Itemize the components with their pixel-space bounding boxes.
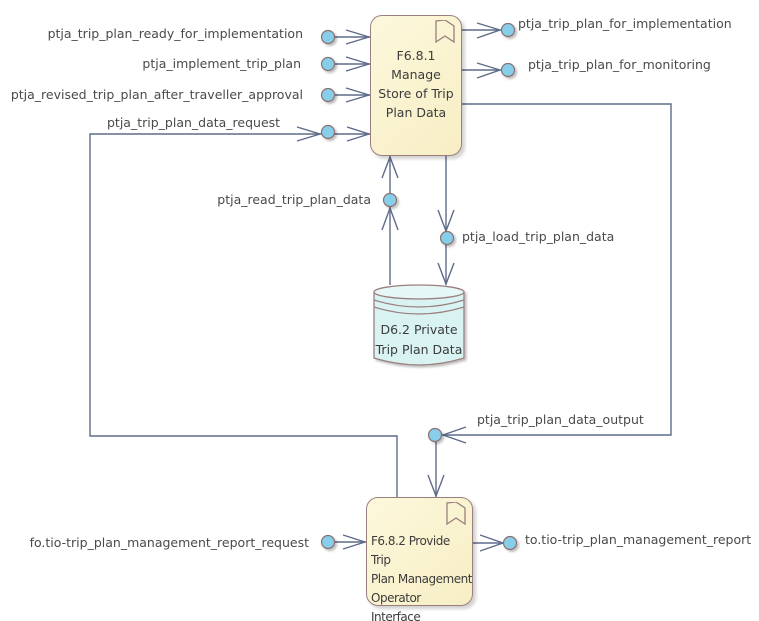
port-trip-plan-for-monitoring[interactable]: [500, 62, 516, 78]
bookmark-icon: [446, 502, 466, 526]
label-implement-trip-plan: ptja_implement_trip_plan: [142, 56, 301, 71]
title-line: Store of Trip: [378, 86, 454, 101]
flow-trip-plan-data-request[interactable]: [89, 126, 398, 497]
process-title: F6.8.2 Provide Trip Plan Management Oper…: [371, 532, 472, 621]
flow-read-trip-plan-data[interactable]: [381, 155, 399, 285]
label-read-trip-plan-data: ptja_read_trip_plan_data: [217, 192, 371, 207]
port-ready-for-implementation[interactable]: [320, 29, 336, 45]
bookmark-icon: [435, 20, 455, 44]
port-report-request[interactable]: [320, 534, 336, 550]
flow-trip-plan-for-implementation[interactable]: [462, 22, 507, 39]
title-line: Trip Plan Data: [375, 342, 463, 357]
label-trip-plan-for-monitoring: ptja_trip_plan_for_monitoring: [528, 57, 711, 72]
process-title: F6.8.1 Manage Store of Trip Plan Data: [371, 46, 461, 122]
data-store-title: D6.2 Private Trip Plan Data: [372, 320, 466, 360]
process-f6-8-1[interactable]: F6.8.1 Manage Store of Trip Plan Data: [370, 15, 462, 156]
label-management-report: to.tio-trip_plan_management_report: [525, 532, 752, 547]
label-ready-for-implementation: ptja_trip_plan_ready_for_implementation: [47, 26, 303, 41]
port-revised-trip-plan[interactable]: [320, 87, 336, 103]
flow-trip-plan-for-monitoring[interactable]: [462, 62, 507, 79]
title-line: F6.8.2 Provide Trip: [371, 534, 450, 567]
title-line: Plan Management: [371, 572, 472, 586]
title-line: D6.2 Private: [380, 322, 458, 337]
label-trip-plan-data-request: ptja_trip_plan_data_request: [107, 115, 281, 130]
port-implement-trip-plan[interactable]: [320, 56, 336, 72]
flow-trip-plan-data-output[interactable]: [427, 103, 672, 498]
process-f6-8-2[interactable]: F6.8.2 Provide Trip Plan Management Oper…: [366, 497, 473, 621]
port-trip-plan-data-output[interactable]: [427, 427, 443, 443]
label-load-trip-plan-data: ptja_load_trip_plan_data: [462, 229, 615, 244]
title-line: Operator Interface: [371, 591, 421, 621]
label-report-request: fo.tio-trip_plan_management_report_reque…: [29, 535, 309, 550]
port-load-trip-plan-data[interactable]: [439, 230, 455, 246]
port-trip-plan-for-implementation[interactable]: [500, 22, 516, 38]
port-trip-plan-data-request[interactable]: [320, 124, 336, 140]
label-revised-trip-plan: ptja_revised_trip_plan_after_traveller_a…: [10, 87, 303, 102]
title-line: Plan Data: [385, 105, 447, 120]
port-management-report[interactable]: [502, 535, 518, 551]
label-trip-plan-for-implementation: ptja_trip_plan_for_implementation: [518, 16, 732, 31]
data-store-d6-2[interactable]: [373, 284, 465, 366]
port-read-trip-plan-data[interactable]: [382, 192, 398, 208]
flow-load-trip-plan-data[interactable]: [437, 156, 455, 286]
title-line: F6.8.1 Manage: [391, 48, 441, 82]
label-trip-plan-data-output: ptja_trip_plan_data_output: [477, 412, 644, 427]
